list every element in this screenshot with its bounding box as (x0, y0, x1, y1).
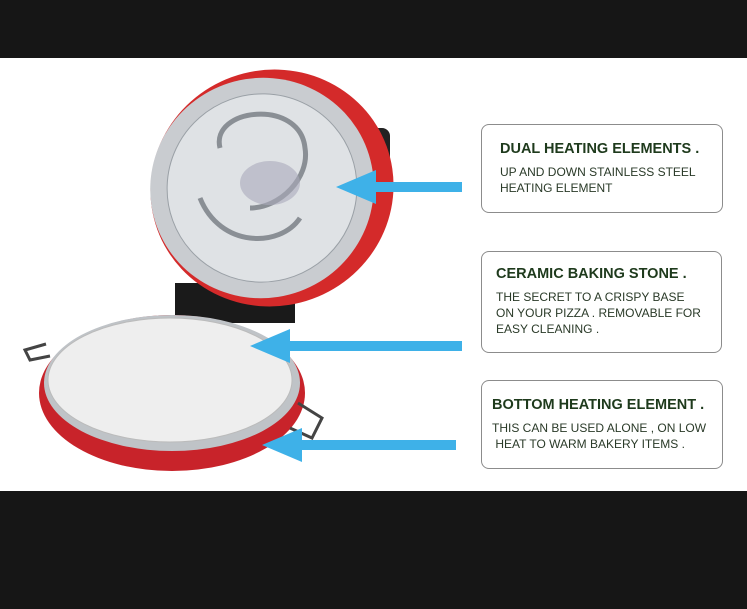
feature-title: CERAMIC BAKING STONE . (496, 266, 687, 282)
pizza-oven-image (22, 69, 462, 471)
arrow-1 (336, 170, 462, 204)
feature-title: DUAL HEATING ELEMENTS . (500, 141, 700, 157)
arrow-2 (250, 329, 462, 363)
feature-box-dual-heating: DUAL HEATING ELEMENTS . UP AND DOWN STAI… (481, 124, 723, 213)
feature-text: THIS CAN BE USED ALONE , ON LOW (492, 421, 707, 435)
window (240, 161, 300, 205)
feature-text: UP AND DOWN STAINLESS STEEL (500, 165, 696, 179)
feature-box-bottom-heating: BOTTOM HEATING ELEMENT . THIS CAN BE USE… (481, 380, 723, 469)
arrow-3 (262, 428, 456, 462)
feature-text: THE SECRET TO A CRISPY BASE (496, 290, 685, 304)
feature-text: HEAT TO WARM BAKERY ITEMS . (492, 437, 685, 451)
feature-text: EASY CLEANING . (496, 322, 600, 336)
feature-title: BOTTOM HEATING ELEMENT . (492, 397, 705, 413)
feature-box-baking-stone: CERAMIC BAKING STONE . THE SECRET TO A C… (481, 251, 722, 353)
baking-stone (47, 317, 293, 443)
feature-text: HEATING ELEMENT (500, 181, 613, 195)
feature-text: ON YOUR PIZZA . REMOVABLE FOR (496, 306, 701, 320)
arrows (250, 170, 462, 462)
handle-left (22, 342, 51, 362)
